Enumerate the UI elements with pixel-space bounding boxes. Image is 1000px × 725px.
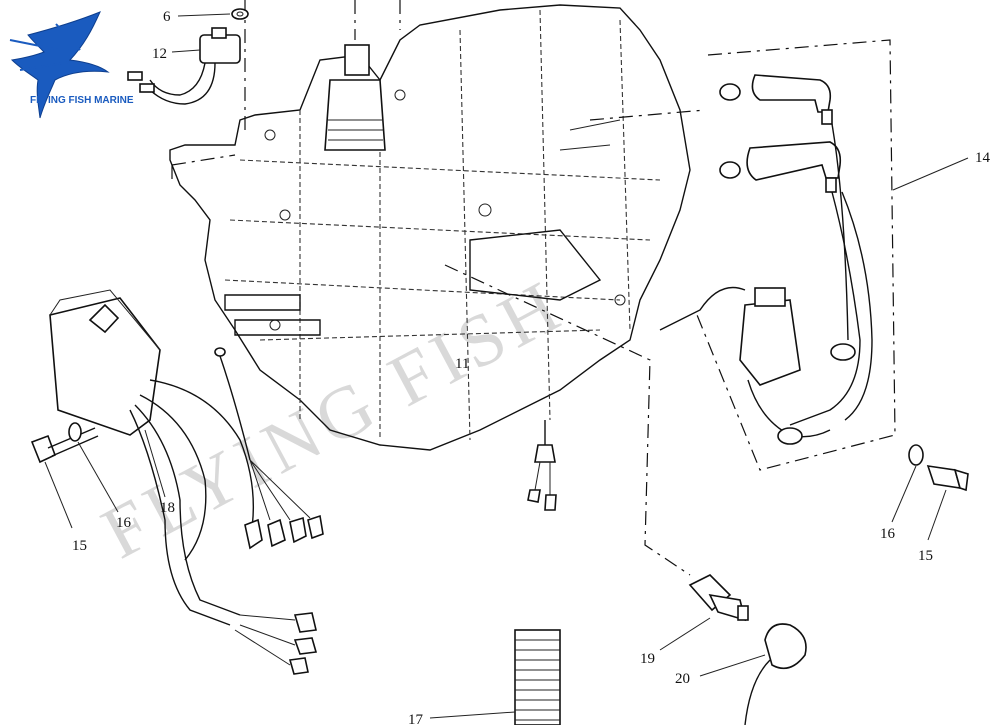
callout-6: 6 — [163, 9, 171, 25]
callout-16-right: 16 — [880, 526, 896, 542]
watermark: FLYING FISH — [89, 264, 577, 575]
callout-18: 18 — [160, 500, 175, 516]
flying-fish-logo: FLYING FISH MARINE — [9, 11, 134, 119]
callout-12: 12 — [152, 46, 167, 62]
callout-17: 17 — [408, 712, 424, 725]
part-17-hose: 17 — [408, 629, 561, 725]
callout-15-right: 15 — [918, 548, 933, 564]
callout-11: 11 — [455, 356, 469, 372]
callout-19: 19 — [640, 651, 655, 667]
part-15-16-right: 16 15 — [880, 444, 969, 564]
part-12-sensor: 12 — [127, 27, 241, 105]
callout-14: 14 — [975, 150, 991, 166]
brand-name: FLYING FISH MARINE — [30, 95, 134, 106]
fin-lines-icon — [9, 23, 81, 71]
part-19-switch: 19 — [640, 574, 749, 667]
leader-dashed-19 — [444, 264, 691, 576]
part-18-cdi-unit: 18 — [49, 289, 324, 675]
part-6-washer: 6 — [163, 8, 249, 25]
callout-20: 20 — [675, 671, 690, 687]
engine-block — [169, 0, 691, 451]
part-15-16-left: 15 16 — [30, 422, 132, 554]
part-14-ignition-coil: 14 — [589, 39, 991, 471]
callout-15-left: 15 — [72, 538, 87, 554]
middle-wire-connectors — [527, 420, 557, 511]
part-20-cap: 20 — [675, 623, 807, 725]
callout-16-left: 16 — [116, 515, 132, 531]
fish-logo-icon — [10, 11, 110, 119]
